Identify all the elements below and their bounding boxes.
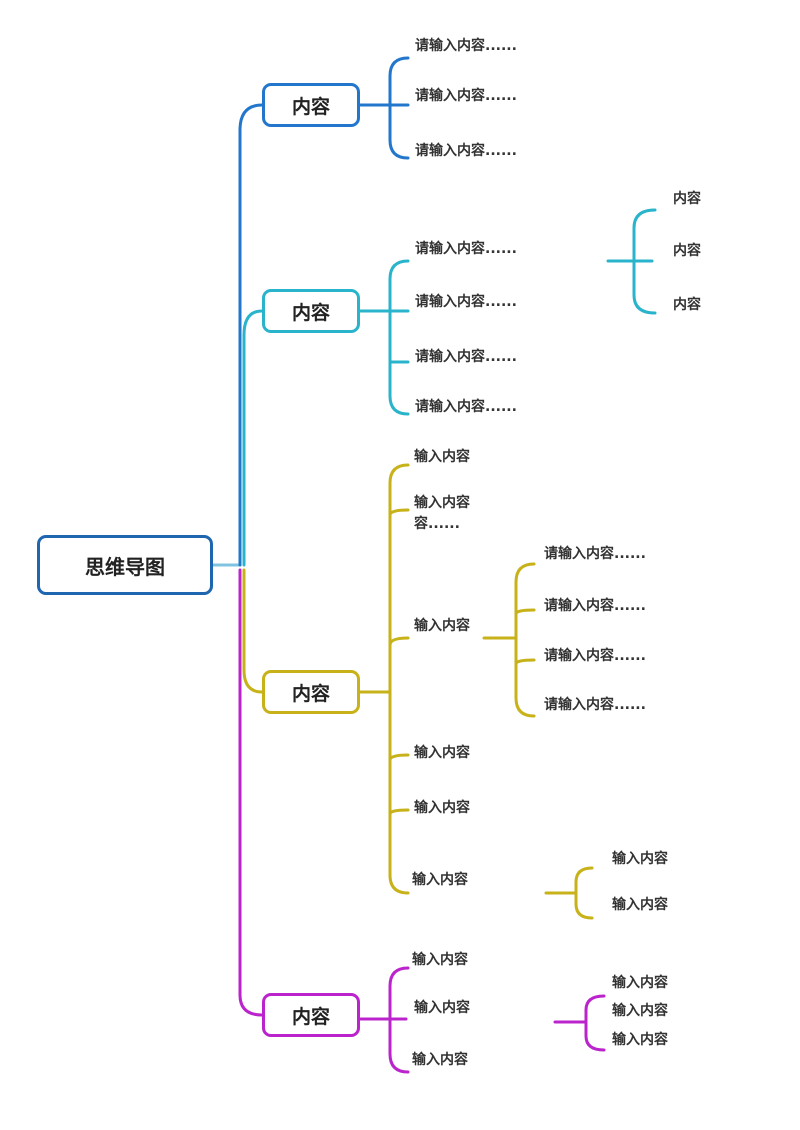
leaf-item[interactable]: 输入内容 [414,495,470,511]
brace-magenta-sub [553,994,606,1052]
branch-node-magenta[interactable]: 内容 [262,993,360,1037]
sub-leaf-item[interactable]: 输入内容 [612,1003,668,1019]
branch-node-gold[interactable]: 内容 [262,670,360,714]
connector-gold [242,568,264,694]
sub-leaf-item[interactable]: 请输入内容...... [544,648,646,664]
sub-leaf-item[interactable]: 输入内容 [612,897,668,913]
leaf-item[interactable]: 输入内容 [414,449,470,465]
leaf-item[interactable]: 请输入内容...... [415,143,517,159]
leaf-item[interactable]: 请输入内容...... [415,294,517,310]
leaf-item[interactable]: 请输入内容...... [415,88,517,104]
root-node[interactable]: 思维导图 [37,535,213,595]
leaf-item[interactable]: 请输入内容...... [415,399,517,415]
leaf-item[interactable]: 请输入内容...... [415,349,517,365]
leaf-item[interactable]: 输入内容 [414,1000,470,1016]
connector-cyan [242,309,264,567]
sub-leaf-item[interactable]: 内容 [673,297,701,313]
brace-cyan-sub [606,208,657,315]
brace-gold-sub-b [544,866,594,920]
brace-gold [358,463,410,895]
leaf-item[interactable]: 请输入内容...... [415,38,517,54]
leaf-item[interactable]: 请输入内容...... [415,241,517,257]
brace-gold-sub-a [482,562,536,718]
sub-leaf-item[interactable]: 请输入内容...... [544,697,646,713]
leaf-item[interactable]: 输入内容 [414,800,470,816]
sub-leaf-item[interactable]: 输入内容 [612,975,668,991]
brace-magenta [358,966,410,1074]
sub-leaf-item[interactable]: 请输入内容...... [544,598,646,614]
connector-magenta [238,568,264,1017]
brace-cyan [358,259,410,416]
leaf-item[interactable]: 输入内容 [412,1052,468,1068]
brace-blue [358,56,410,160]
sub-leaf-item[interactable]: 内容 [673,243,701,259]
sub-leaf-item[interactable]: 输入内容 [612,1032,668,1048]
leaf-item[interactable]: 容...... [414,516,460,532]
branch-node-blue[interactable]: 内容 [262,83,360,127]
branch-node-cyan[interactable]: 内容 [262,289,360,333]
sub-leaf-item[interactable]: 请输入内容...... [544,546,646,562]
sub-leaf-item[interactable]: 内容 [673,191,701,207]
leaf-item[interactable]: 输入内容 [412,872,468,888]
leaf-item[interactable]: 输入内容 [412,952,468,968]
sub-leaf-item[interactable]: 输入内容 [612,851,668,867]
leaf-item[interactable]: 输入内容 [414,618,470,634]
leaf-item[interactable]: 输入内容 [414,745,470,761]
connector-blue [238,103,264,567]
